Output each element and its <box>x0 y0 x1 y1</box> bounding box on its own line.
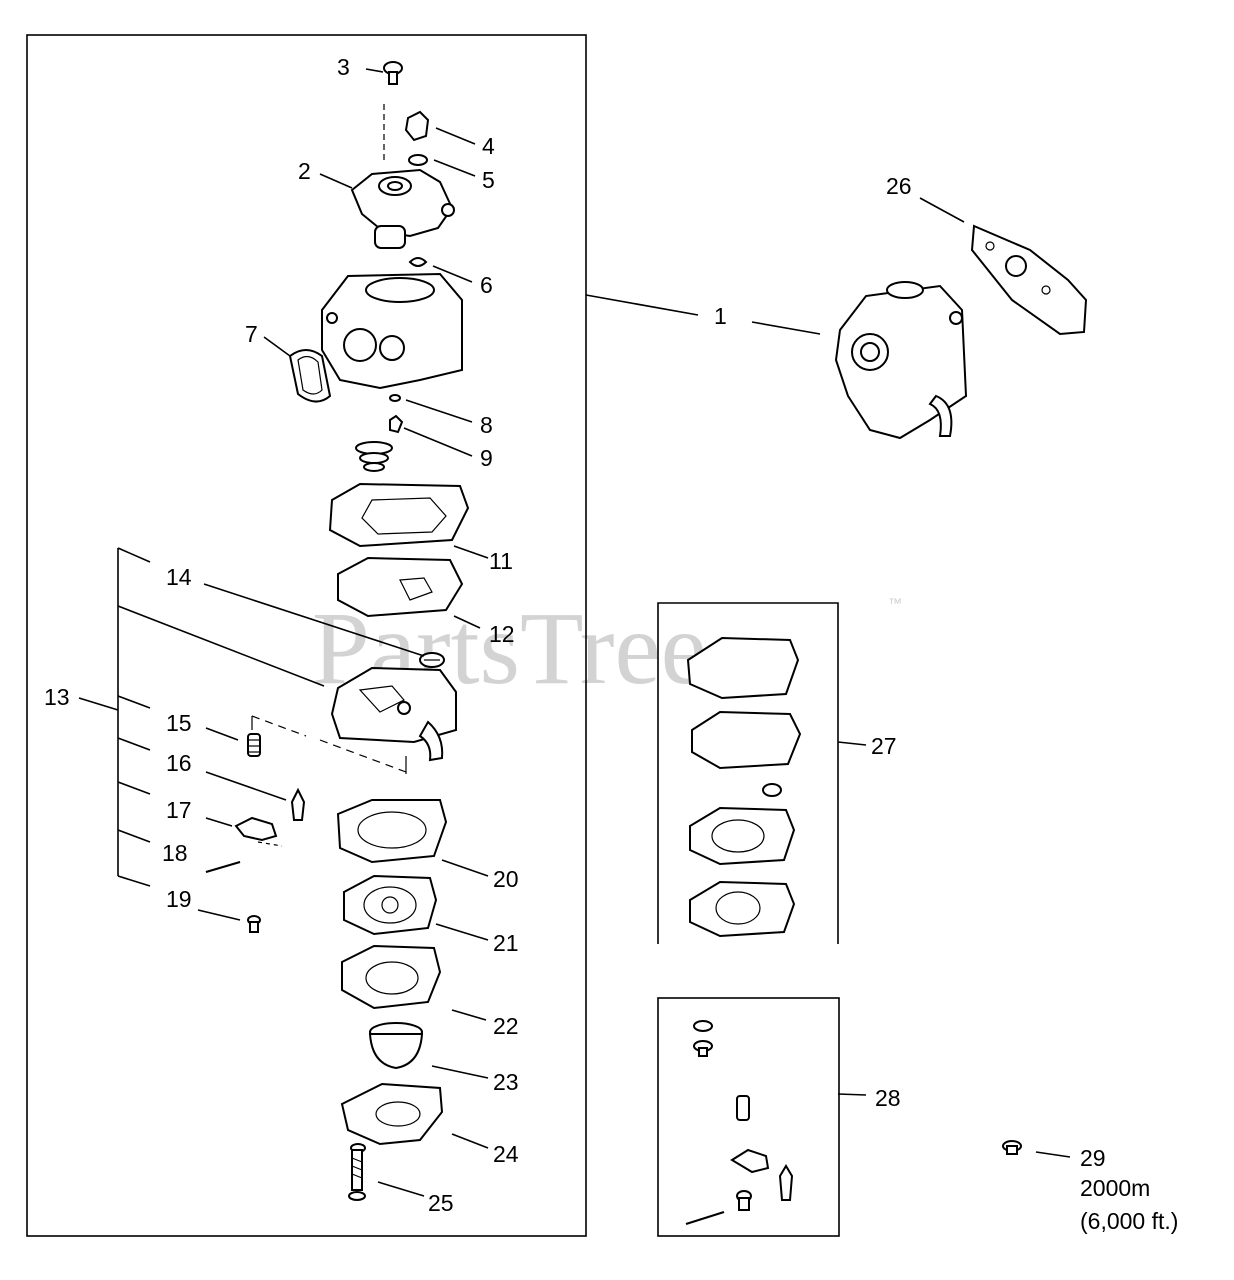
callout-9: 9 <box>480 445 493 471</box>
part-1-carburetor-assembly <box>834 281 968 440</box>
part-9-needle <box>389 414 404 434</box>
callout-4: 4 <box>482 133 495 159</box>
note-29-altitude: 2000m <box>1080 1175 1150 1201</box>
part-11-gasket <box>328 482 470 548</box>
part-5-washer <box>408 154 428 166</box>
part-19-screw <box>247 915 261 933</box>
part-12-diaphragm <box>337 556 464 618</box>
part-8-washer <box>389 394 401 402</box>
main-parts-frame <box>26 34 587 1237</box>
callout-21: 21 <box>493 930 519 956</box>
kit-28-frame <box>657 997 840 1237</box>
callout-16: 16 <box>166 750 192 776</box>
callout-13: 13 <box>44 684 70 710</box>
part-20-gasket <box>336 799 448 864</box>
part-17-lever <box>234 816 278 842</box>
callout-18: 18 <box>162 840 188 866</box>
callout-24: 24 <box>493 1141 519 1167</box>
part-23-primer-bulb <box>368 1022 424 1070</box>
callout-19: 19 <box>166 886 192 912</box>
callout-5: 5 <box>482 167 495 193</box>
callout-3: 3 <box>337 54 350 80</box>
callout-25: 25 <box>428 1190 454 1216</box>
kit-27-contents <box>686 636 802 938</box>
callout-26: 26 <box>886 173 912 199</box>
kit-28-contents <box>685 1020 794 1225</box>
callout-8: 8 <box>480 412 493 438</box>
callout-labels: 3 4 5 2 6 7 8 9 11 12 14 13 15 16 17 18 … <box>44 54 1178 1234</box>
callout-29: 29 <box>1080 1145 1106 1171</box>
callout-17: 17 <box>166 797 192 823</box>
callout-1: 1 <box>714 303 727 329</box>
callout-22: 22 <box>493 1013 519 1039</box>
callout-2: 2 <box>298 158 311 184</box>
callout-15: 15 <box>166 710 192 736</box>
callout-28: 28 <box>875 1085 901 1111</box>
callout-20: 20 <box>493 866 519 892</box>
callout-12: 12 <box>489 621 515 647</box>
part-26-flange-gasket <box>970 224 1088 336</box>
part-25-long-screw <box>348 1143 366 1201</box>
part-2-throttle-assembly <box>350 168 455 249</box>
part-7-o-ring <box>288 349 332 403</box>
callout-11: 11 <box>489 548 513 574</box>
part-spring-cone <box>355 441 393 472</box>
watermark-trademark: ™ <box>888 595 902 611</box>
kit-27-frame <box>657 602 839 944</box>
part-14-strainer <box>419 652 445 668</box>
callout-23: 23 <box>493 1069 519 1095</box>
callout-7: 7 <box>245 321 258 347</box>
part-22-cover <box>341 944 442 1010</box>
callout-6: 6 <box>480 272 493 298</box>
leader-lines <box>78 68 1071 1197</box>
part-15-spring <box>247 733 261 757</box>
part-16-needle <box>290 787 306 821</box>
carburetor-body <box>321 272 463 390</box>
pump-body <box>330 666 457 762</box>
part-29-jet <box>1002 1140 1022 1155</box>
note-29-altitude-ft: (6,000 ft.) <box>1080 1208 1178 1234</box>
callout-27: 27 <box>871 733 897 759</box>
part-21-diaphragm <box>343 874 438 936</box>
part-6-clip <box>408 257 428 267</box>
part-3-screw <box>383 61 403 85</box>
callout-14: 14 <box>166 564 192 590</box>
part-4-adjust-knob <box>404 110 430 142</box>
part-24-retainer <box>340 1082 444 1146</box>
